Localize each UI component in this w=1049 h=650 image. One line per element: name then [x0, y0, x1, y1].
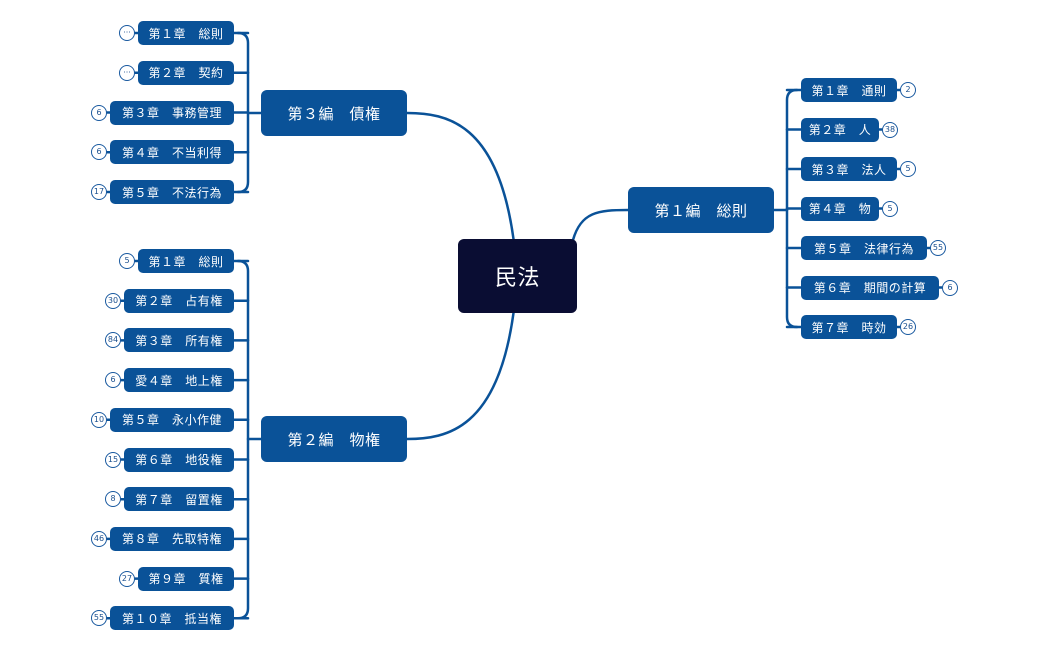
- count-badge-2-8[interactable]: 46: [91, 530, 107, 547]
- chapter-node-1-5[interactable]: 第５章 法律行為: [801, 236, 927, 260]
- chapter-node-1-7-label: 第７章 時効: [811, 320, 887, 335]
- chapter-node-3-1-label: 第１章 総則: [148, 26, 224, 41]
- count-badge-1-5[interactable]: 55: [930, 240, 946, 256]
- count-badge-1-2[interactable]: 38: [882, 121, 898, 138]
- chapter-node-2-3[interactable]: 第３章 所有権: [124, 328, 234, 353]
- count-badge-1-3[interactable]: 5: [900, 161, 916, 177]
- chapter-node-3-5-label: 第５章 不法行為: [121, 185, 222, 200]
- count-badge-2-1[interactable]: 5: [119, 253, 135, 269]
- bracket-branch-2: [236, 259, 250, 620]
- branch-node-2-label: 第２編 物権: [287, 430, 381, 449]
- chapter-node-2-2-label: 第２章 占有権: [135, 294, 223, 309]
- chapter-node-1-4-label: 第４章 物: [808, 202, 872, 216]
- chapter-node-1-1-label: 第１章 通則: [811, 83, 887, 98]
- chapter-node-2-5-label: 第５章 永小作健: [121, 413, 222, 428]
- chapter-node-2-7-label: 第７章 留置権: [135, 492, 223, 507]
- count-badge-2-5[interactable]: 10: [91, 411, 107, 428]
- chapter-node-2-6[interactable]: 第６章 地役権: [124, 447, 234, 472]
- chapter-node-2-8-label: 第８章 先取特権: [121, 532, 222, 547]
- chapter-node-2-1-label: 第１章 総則: [148, 254, 224, 269]
- count-badge-2-10[interactable]: 55: [91, 610, 107, 627]
- root-node[interactable]: 民法: [458, 239, 577, 313]
- connector-root-branch-1: [571, 208, 630, 242]
- chapter-node-3-4-label: 第４章 不当利得: [121, 145, 222, 160]
- chapter-node-1-6[interactable]: 第６章 期間の計算: [801, 275, 939, 300]
- chapter-node-1-6-label: 第６章 期間の計算: [813, 281, 927, 295]
- count-badge-2-6[interactable]: 15: [105, 451, 121, 468]
- branch-node-2[interactable]: 第２編 物権: [261, 416, 407, 462]
- chapter-node-2-10[interactable]: 第１０章 抵当権: [110, 606, 234, 631]
- chapter-node-1-2-label: 第２章 人: [808, 123, 872, 137]
- count-badge-1-7[interactable]: 26: [900, 319, 916, 335]
- chapter-node-2-2[interactable]: 第２章 占有権: [124, 288, 234, 313]
- chapter-node-1-4[interactable]: 第４章 物: [801, 196, 879, 221]
- chapter-node-3-2-label: 第２章 契約: [148, 66, 224, 81]
- chapter-node-2-6-label: 第６章 地役権: [135, 453, 223, 467]
- chapter-node-2-4-label: 愛４章 地上権: [135, 373, 223, 388]
- count-badge-3-3[interactable]: 6: [91, 104, 107, 121]
- chapter-node-2-8[interactable]: 第８章 先取特権: [110, 526, 234, 551]
- count-badge-3-4[interactable]: 6: [91, 144, 107, 161]
- branch-node-3-label: 第３編 債権: [287, 104, 381, 123]
- chapter-node-3-4[interactable]: 第４章 不当利得: [110, 140, 234, 165]
- chapter-node-2-4[interactable]: 愛４章 地上権: [124, 368, 234, 393]
- chapter-node-1-7[interactable]: 第７章 時効: [801, 315, 897, 339]
- chapter-node-2-9-label: 第９章 質権: [148, 572, 224, 587]
- chapter-node-2-10-label: 第１０章 抵当権: [121, 611, 222, 626]
- chapter-node-3-3[interactable]: 第３章 事務管理: [110, 100, 234, 125]
- chapter-node-1-2[interactable]: 第２章 人: [801, 117, 879, 142]
- branch-node-3[interactable]: 第３編 債権: [261, 90, 407, 136]
- count-badge-3-5[interactable]: 17: [91, 184, 107, 200]
- chapter-node-3-2[interactable]: 第２章 契約: [138, 60, 234, 85]
- count-badge-1-1[interactable]: 2: [900, 82, 916, 98]
- chapter-node-1-3[interactable]: 第３章 法人: [801, 157, 897, 181]
- chapter-node-2-3-label: 第３章 所有権: [135, 333, 223, 348]
- chapter-node-1-5-label: 第５章 法律行為: [813, 241, 914, 256]
- count-badge-2-3[interactable]: 84: [105, 332, 121, 349]
- chapter-node-2-1[interactable]: 第１章 総則: [138, 249, 234, 273]
- chapter-node-3-3-label: 第３章 事務管理: [121, 106, 222, 120]
- chapter-node-1-3-label: 第３章 法人: [811, 162, 887, 177]
- count-badge-2-2[interactable]: 30: [105, 292, 121, 309]
- count-badge-2-9[interactable]: 27: [119, 570, 135, 587]
- chapter-node-2-5[interactable]: 第５章 永小作健: [110, 407, 234, 432]
- chapter-node-3-1[interactable]: 第１章 総則: [138, 21, 234, 45]
- chapter-node-2-9[interactable]: 第９章 質権: [138, 566, 234, 591]
- count-badge-1-4[interactable]: 5: [882, 200, 898, 217]
- connector-root-branch-2: [405, 311, 515, 441]
- branch-node-1[interactable]: 第１編 総則: [628, 187, 774, 233]
- chapter-node-1-1[interactable]: 第１章 通則: [801, 78, 897, 102]
- count-badge-2-7[interactable]: 8: [105, 491, 121, 508]
- count-badge-3-1[interactable]: ···: [119, 25, 135, 41]
- count-badge-3-2[interactable]: ···: [119, 64, 135, 81]
- branch-node-1-label: 第１編 総則: [654, 201, 748, 220]
- count-badge-1-6[interactable]: 6: [942, 279, 958, 296]
- connector-root-branch-3: [405, 111, 515, 241]
- count-badge-2-4[interactable]: 6: [105, 372, 121, 389]
- chapter-node-2-7[interactable]: 第７章 留置権: [124, 487, 234, 512]
- chapter-node-3-5[interactable]: 第５章 不法行為: [110, 180, 234, 204]
- root-node-label: 民法: [494, 266, 540, 291]
